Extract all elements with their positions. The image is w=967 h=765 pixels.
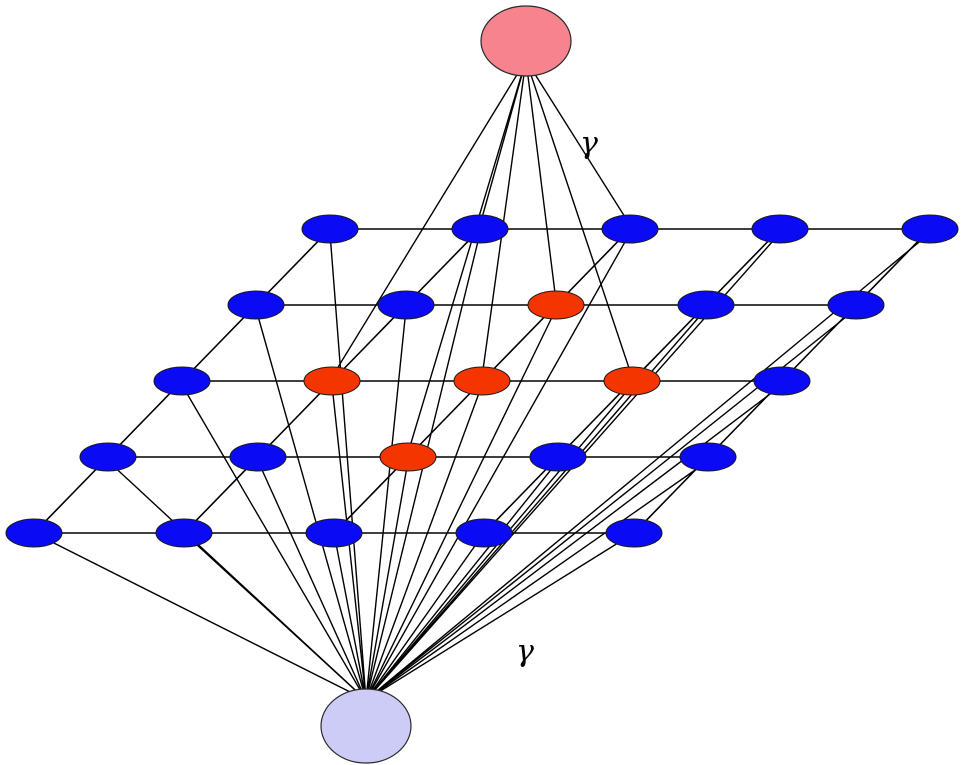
grid-node xyxy=(301,214,359,244)
grid-node xyxy=(679,442,737,472)
sink-edge xyxy=(365,460,559,701)
grid-node xyxy=(455,518,513,548)
sink-edge xyxy=(365,308,407,701)
grid-node xyxy=(451,214,509,244)
grid-node xyxy=(305,518,363,548)
grid-node xyxy=(677,290,735,320)
sink-edge xyxy=(181,384,367,701)
sink-edge xyxy=(365,384,783,701)
sink-edge xyxy=(333,532,367,701)
grid-node-highlighted xyxy=(527,290,585,320)
grid-node xyxy=(605,518,663,548)
grid-node xyxy=(227,290,285,320)
sink-terminal-node xyxy=(320,688,412,764)
grid-node xyxy=(753,366,811,396)
sink-edge xyxy=(255,308,367,701)
sink-edge xyxy=(183,532,367,701)
sink-edge xyxy=(365,384,483,701)
sink-edge xyxy=(365,308,707,701)
grid-node xyxy=(5,518,63,548)
grid-node xyxy=(529,442,587,472)
source-edge xyxy=(525,59,631,226)
grid-node-highlighted xyxy=(303,366,361,396)
source-edge xyxy=(331,59,527,378)
source-terminal-node xyxy=(480,5,572,77)
sink-edge xyxy=(365,532,635,701)
sink-edge xyxy=(33,532,367,701)
grid-node xyxy=(827,290,885,320)
grid-nodes xyxy=(5,214,959,548)
sink-edge xyxy=(365,232,631,701)
grid-node xyxy=(79,442,137,472)
sink-edge xyxy=(257,460,367,701)
grid-node xyxy=(601,214,659,244)
grid-node xyxy=(153,366,211,396)
grid-node xyxy=(377,290,435,320)
grid-node-highlighted xyxy=(453,366,511,396)
grid-node-highlighted xyxy=(379,442,437,472)
sink-edges xyxy=(33,232,931,701)
grid-node xyxy=(229,442,287,472)
grid-node xyxy=(751,214,809,244)
grid-node xyxy=(155,518,213,548)
grid-node-highlighted xyxy=(603,366,661,396)
sink-edge xyxy=(365,460,409,701)
sink-edge xyxy=(365,460,709,701)
source-edge xyxy=(407,59,527,454)
sink-edge-label: γ xyxy=(516,634,534,669)
sink-edge xyxy=(329,232,367,701)
source-edge xyxy=(481,59,527,378)
source-edge xyxy=(525,59,633,378)
grid-node xyxy=(901,214,959,244)
sink-edge xyxy=(365,308,557,701)
source-edges xyxy=(331,59,633,454)
source-edge-label: γ xyxy=(580,126,598,161)
sink-edge xyxy=(365,532,485,701)
source-edge xyxy=(525,59,557,302)
